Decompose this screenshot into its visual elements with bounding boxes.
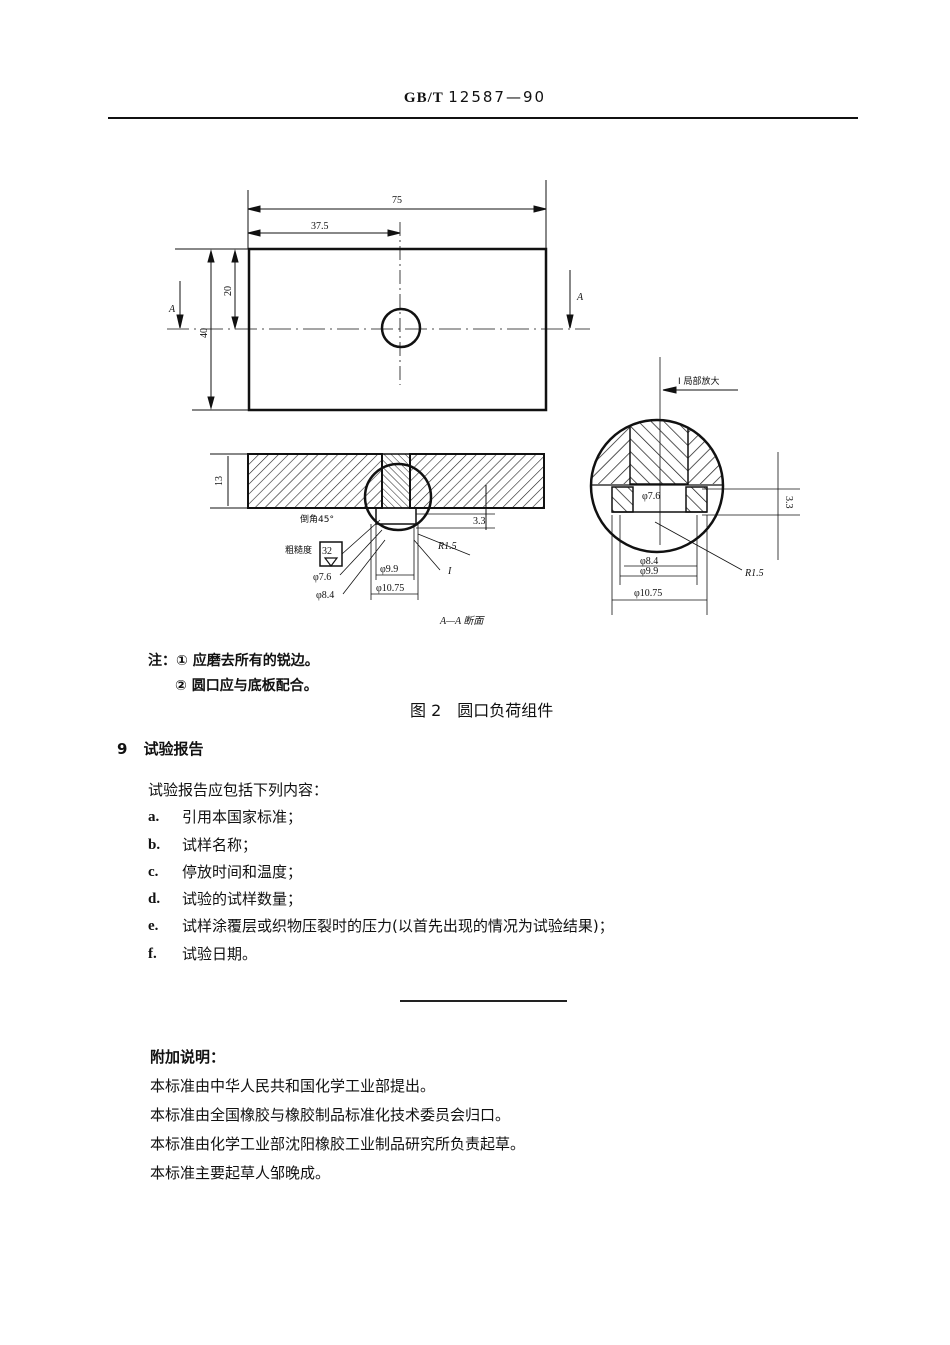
list-item: d. 试验的试样数量； (148, 886, 614, 913)
detail-ref-I: I (447, 566, 452, 577)
detail-title: I 局部放大 (678, 375, 720, 387)
detail-dim-phi-7-6: φ7.6 (642, 491, 660, 502)
note-2: ② 圆口应与底板配合。 (175, 678, 318, 694)
list-item: b. 试样名称； (148, 832, 614, 859)
list-text: 引用本国家标准； (182, 808, 303, 827)
additional-line: 本标准由化学工业部沈阳橡胶工业制品研究所负责起草。 (150, 1135, 526, 1153)
section-intro: 试验报告应包括下列内容： (148, 781, 329, 799)
end-separator (400, 1000, 567, 1002)
list-text: 试验日期。 (182, 944, 258, 963)
dim-phi-9-9: φ9.9 (380, 564, 398, 575)
detail-dim-phi-10-75: φ10.75 (634, 588, 662, 599)
list-item: a. 引用本国家标准； (148, 804, 614, 831)
list-text: 停放时间和温度； (182, 862, 303, 881)
section-body: 试验报告应包括下列内容： a. 引用本国家标准； b. 试样名称； c. 停放时间和温… (148, 777, 614, 968)
chamfer-label: 倒角45° (300, 513, 334, 525)
figure-2-drawing: 75 37.5 40 20 A A 13 (167, 180, 800, 627)
standard-number: 12587—90 (448, 88, 547, 106)
caption-number: 图 2 (410, 701, 442, 720)
dim-13: 13 (214, 476, 225, 486)
list-label: f. (148, 945, 157, 962)
section-title: A—A 断面 (439, 615, 485, 627)
additional-line: 本标准主要起草人邹晚成。 (150, 1164, 331, 1182)
dim-20: 20 (223, 286, 234, 296)
dim-3-3: 3.3 (473, 516, 486, 527)
list-label: a. (148, 809, 160, 826)
caption-title: 圆口负荷组件 (457, 701, 554, 720)
roughness-value: 32 (322, 546, 332, 557)
header-rule (108, 117, 858, 119)
dim-phi-8-4: φ8.4 (316, 590, 334, 601)
list-item: f. 试验日期。 (148, 941, 614, 968)
detail-view: I 局部放大 φ7.6 3.3 R1.5 φ8.4 φ9.9 φ10.75 (589, 357, 800, 615)
section-number: 9 (117, 740, 128, 758)
list-item: c. 停放时间和温度； (148, 859, 614, 886)
section-mark-right: A (576, 292, 584, 303)
list-label: d. (148, 891, 161, 908)
detail-dim-phi-8-4: φ8.4 (640, 556, 658, 567)
section-title: 试验报告 (143, 740, 204, 758)
note-1: ① 应磨去所有的锐边。 (176, 653, 319, 669)
dim-phi-10-75: φ10.75 (376, 583, 404, 594)
additional-notes: 附加说明： 本标准由中华人民共和国化学工业部提出。 本标准由全国橡胶与橡胶制品标… (150, 1043, 525, 1188)
roughness-label: 粗糙度 (285, 544, 312, 556)
additional-line: 本标准由全国橡胶与橡胶制品标准化技术委员会归口。 (150, 1106, 511, 1124)
dim-37-5: 37.5 (311, 221, 329, 232)
section-heading: 9 试验报告 (117, 738, 203, 759)
list-label: c. (148, 863, 159, 880)
list-text: 试样涂覆层或织物压裂时的压力(以首先出现的情况为试验结果)； (182, 917, 614, 936)
notes-prefix: 注： (148, 653, 176, 669)
dim-40: 40 (199, 328, 210, 338)
figure-caption: 图 2 圆口负荷组件 (410, 697, 553, 721)
list-text: 试样名称； (182, 835, 258, 854)
radius-label: R1.5 (437, 541, 457, 552)
dim-75: 75 (392, 195, 402, 206)
section-view: 13 3.3 倒角45° R1.5 I 粗糙度 32 φ7.6 φ8.4 φ9.… (210, 453, 545, 627)
figure-notes: 注：① 应磨去所有的锐边。 ② 圆口应与底板配合。 (148, 649, 319, 699)
detail-dim-3-3: 3.3 (783, 496, 794, 509)
plan-view: 75 37.5 40 20 A A (167, 180, 590, 412)
standard-prefix: GB/T (403, 90, 444, 106)
list-label: b. (148, 836, 161, 853)
page-header: GB/T 12587—90 (0, 88, 950, 107)
list-text: 试验的试样数量； (182, 890, 303, 909)
list-item: e. 试样涂覆层或织物压裂时的压力(以首先出现的情况为试验结果)； (148, 913, 614, 940)
additional-title: 附加说明： (150, 1048, 226, 1066)
list-label: e. (148, 918, 159, 935)
detail-radius: R1.5 (744, 568, 764, 579)
dim-phi-7-6: φ7.6 (313, 572, 331, 583)
additional-line: 本标准由中华人民共和国化学工业部提出。 (150, 1077, 436, 1095)
section-mark-left: A (168, 304, 176, 315)
detail-dim-phi-9-9: φ9.9 (640, 566, 658, 577)
